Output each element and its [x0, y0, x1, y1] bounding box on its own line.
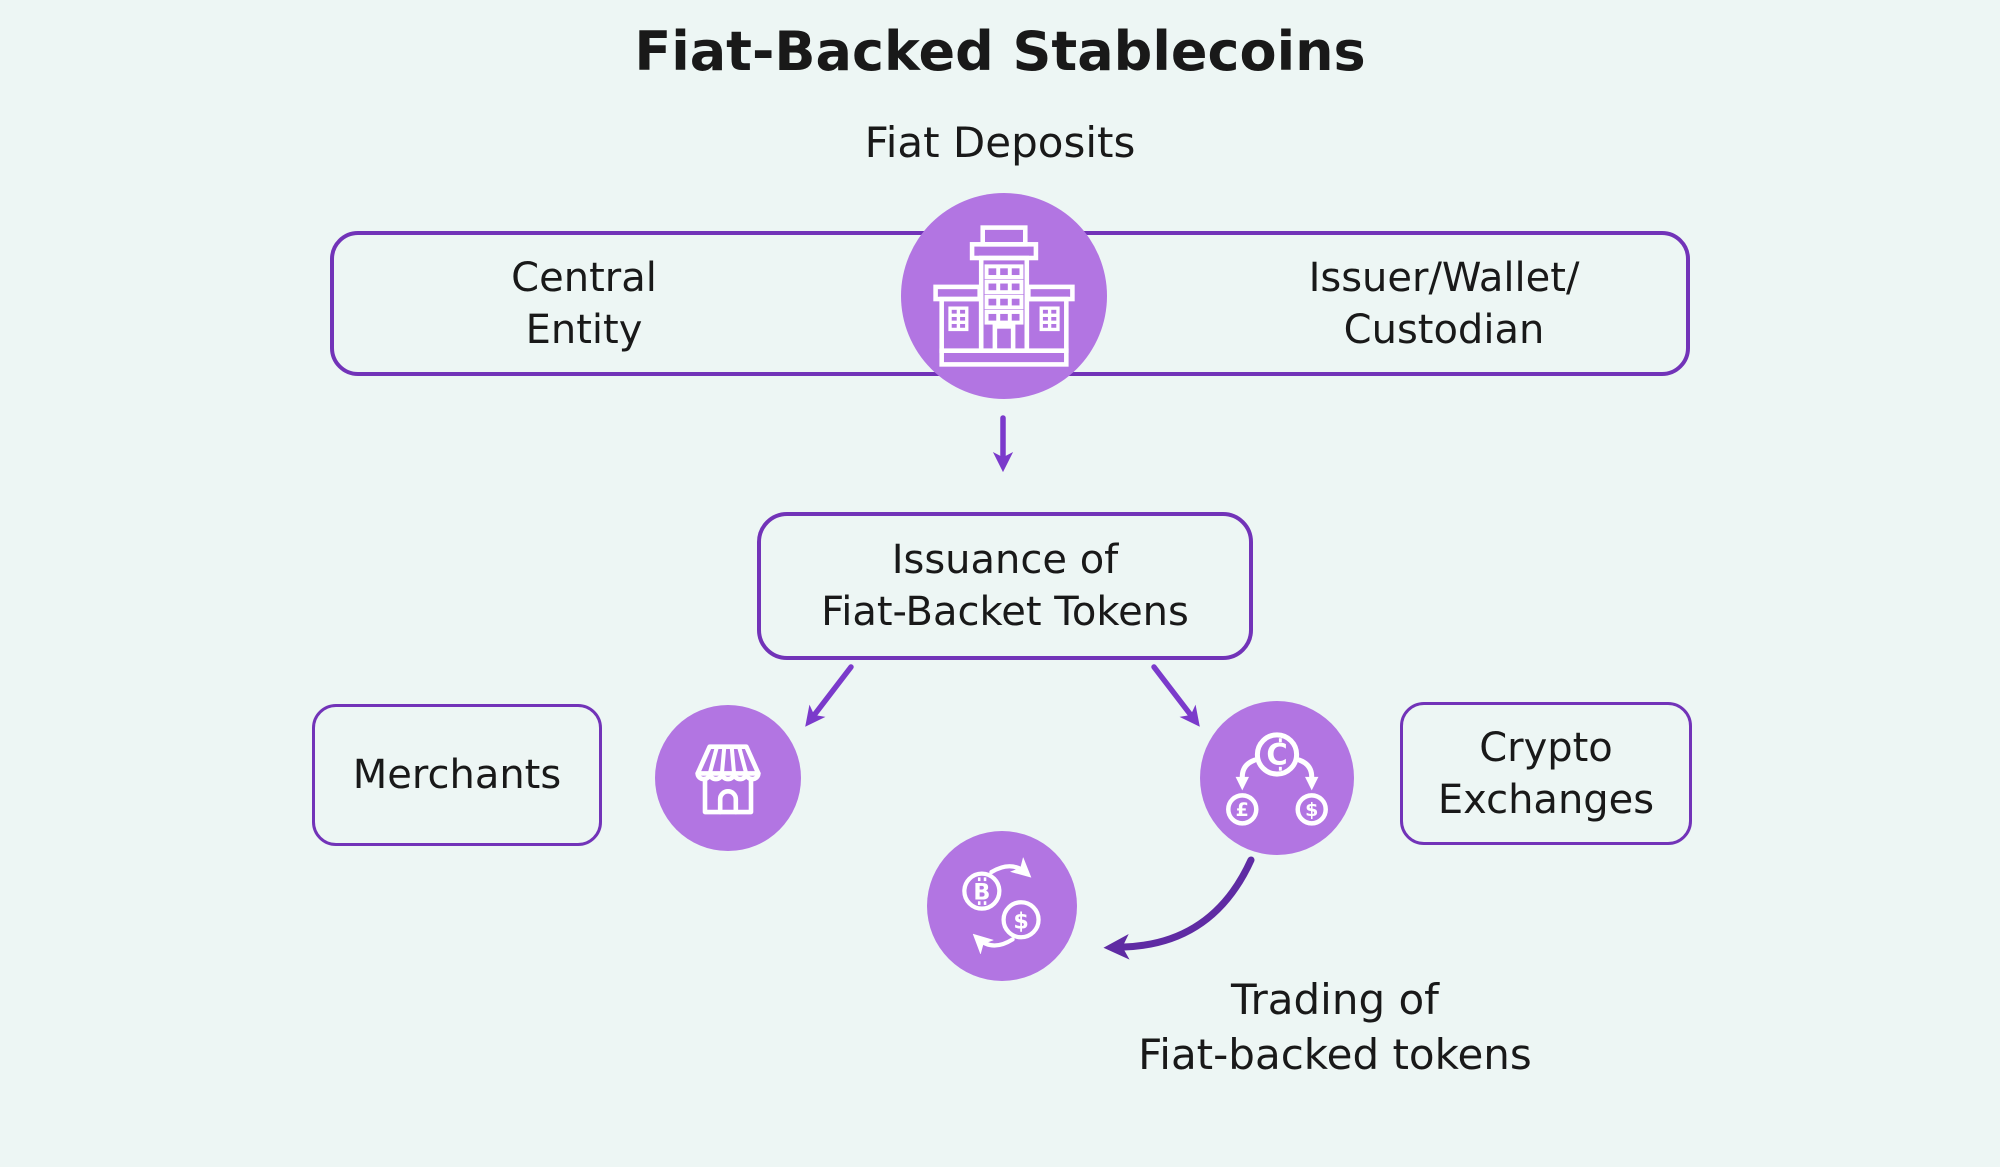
crypto-to-fiat-exchange-icon: C £ $ [1226, 732, 1328, 826]
merchants-node [655, 705, 801, 851]
awning-scallops [695, 771, 761, 782]
bank-building-icon [933, 225, 1075, 367]
pound-coin-symbol: £ [1236, 799, 1249, 821]
central-entity-label: Central Entity [511, 254, 657, 353]
bank-right-window [1039, 306, 1060, 332]
trading-node: B $ [927, 831, 1077, 981]
merchants-box: Merchants [312, 704, 602, 846]
fiat-deposit-node [901, 193, 1107, 399]
right-arrowhead [1305, 776, 1319, 791]
trading-label: Trading of Fiat-backed tokens [1138, 975, 1532, 1080]
bank-windows [984, 264, 1024, 325]
bank-left-window [948, 306, 969, 332]
crypto-exchange-node: C £ $ [1200, 701, 1354, 855]
issuer-wallet-custodian-label: Issuer/Wallet/ Custodian [1308, 254, 1580, 353]
bitcoin-coin-symbol: B [973, 880, 990, 906]
diagram-title: Fiat-Backed Stablecoins [634, 20, 1366, 83]
merchants-label: Merchants [352, 752, 562, 798]
left-arrowhead [1235, 776, 1249, 791]
awning-stripes [707, 744, 749, 776]
issuance-box: Issuance of Fiat-Backet Tokens [757, 512, 1253, 660]
arrow-exchanges-to-trading [1103, 856, 1255, 960]
crypto-exchanges-label: Crypto Exchanges [1437, 724, 1655, 823]
crypto-exchanges-box: Crypto Exchanges [1400, 702, 1692, 845]
arrow-issuance-to-exchanges [1151, 664, 1200, 727]
store-door [717, 789, 739, 815]
bitcoin-dollar-swap-icon: B $ [962, 853, 1041, 959]
dollar-coin-symbol: $ [1305, 799, 1318, 821]
crypto-coin-symbol: C [1266, 738, 1287, 772]
bitcoin-ticks [977, 877, 987, 905]
fiat-deposits-label: Fiat Deposits [864, 118, 1136, 167]
issuance-label: Issuance of Fiat-Backet Tokens [821, 537, 1189, 635]
arrow-issuance-to-merchants [805, 664, 854, 727]
merchant-store-icon [695, 744, 761, 815]
dollar-coin-symbol-2: $ [1013, 908, 1028, 934]
